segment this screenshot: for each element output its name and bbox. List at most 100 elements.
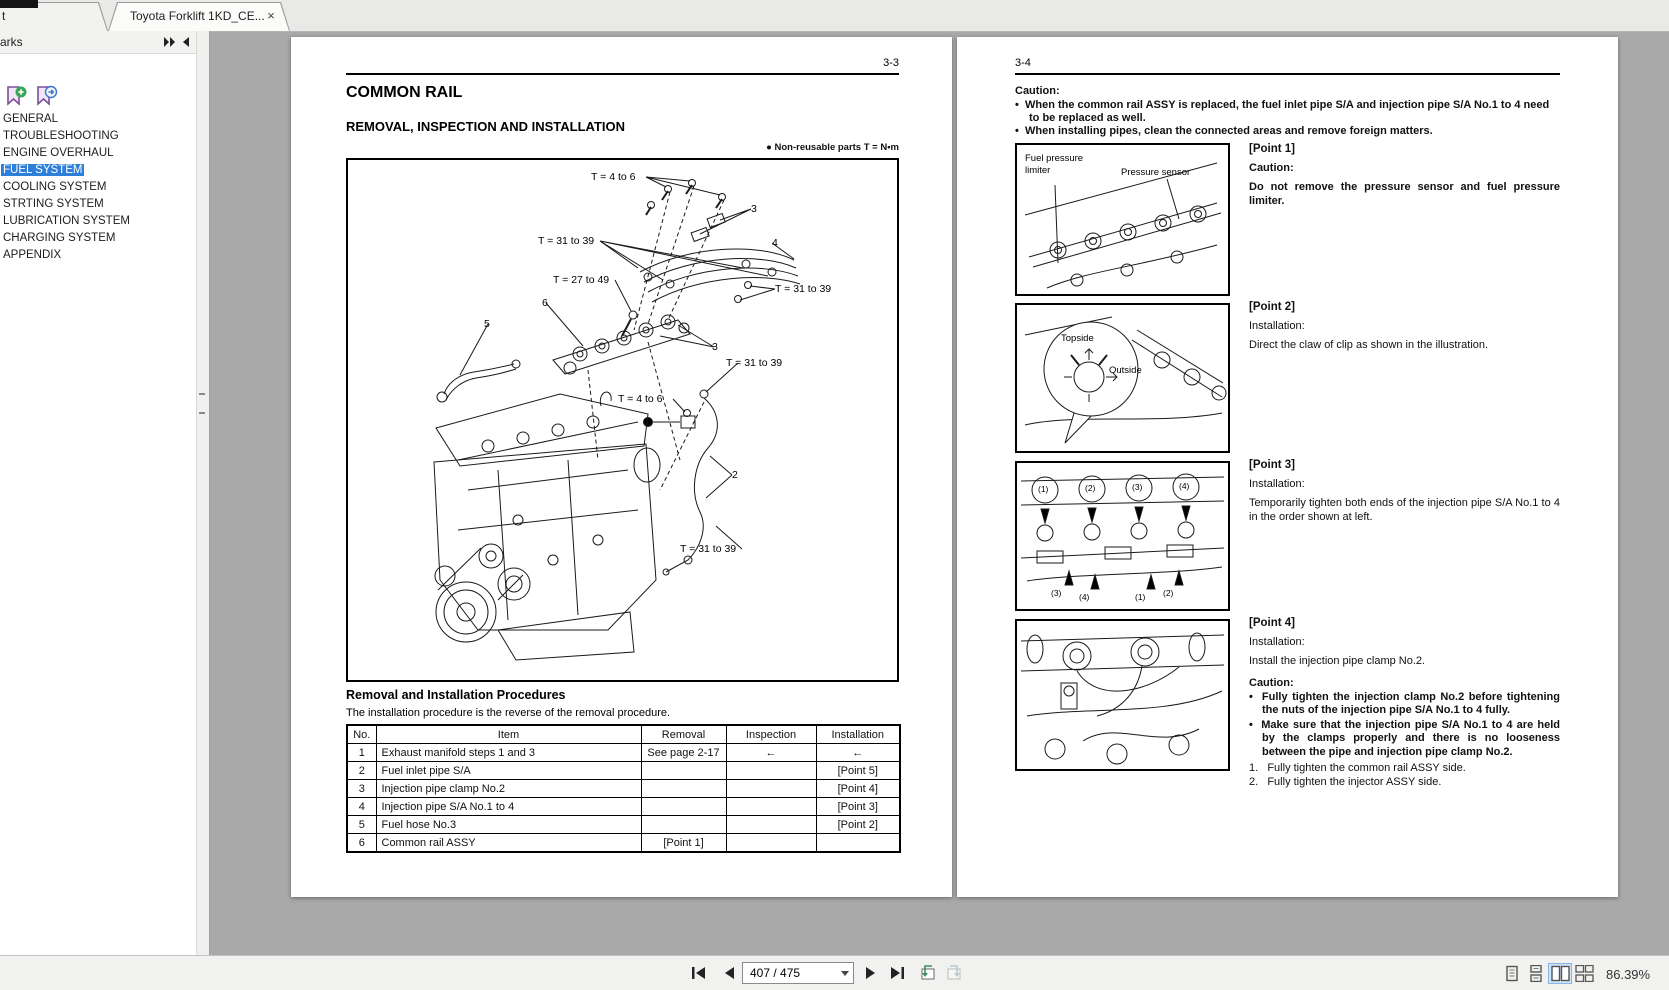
point4-caution-item: • Make sure that the injection pipe S/A … xyxy=(1249,718,1560,758)
point4-caution-item: • Fully tighten the injection clamp No.2… xyxy=(1249,690,1560,717)
page-number: 3-3 xyxy=(883,57,899,69)
next-view-button[interactable] xyxy=(944,964,966,982)
sidebar-item-cooling-system[interactable]: COOLING SYSTEM xyxy=(3,181,107,193)
table-header-row: No. Item Removal Inspection Installation xyxy=(346,724,901,744)
previous-page-button[interactable] xyxy=(718,964,740,982)
procedures-note: The installation procedure is the revers… xyxy=(346,707,671,719)
facing-pages-layout-button[interactable] xyxy=(1548,963,1572,984)
status-toolbar: 407 / 475 86.39% xyxy=(0,955,1669,990)
torque-label: T = 31 to 39 xyxy=(680,543,737,555)
figure-point4 xyxy=(1015,619,1230,771)
panel-splitter[interactable] xyxy=(196,31,210,955)
facing-continuous-layout-button[interactable] xyxy=(1572,963,1596,984)
item-label: 2 xyxy=(732,469,738,481)
item-label: 3 xyxy=(751,203,757,215)
page-title: COMMON RAIL xyxy=(346,84,463,101)
sidebar-item-engine-overhaul[interactable]: ENGINE OVERHAUL xyxy=(3,147,114,159)
sidebar-item-troubleshooting[interactable]: TROUBLESHOOTING xyxy=(3,130,119,142)
figure-label: limiter xyxy=(1025,165,1051,176)
torque-label: T = 31 to 39 xyxy=(538,235,595,247)
caution-item: • When installing pipes, clean the conne… xyxy=(1015,125,1433,137)
close-icon[interactable]: × xyxy=(267,8,275,23)
order-label: (3) xyxy=(1051,588,1062,598)
sidebar-item-charging-system[interactable]: CHARGING SYSTEM xyxy=(3,232,116,244)
table-row: 2 Fuel inlet pipe S/A [Point 5] xyxy=(346,761,901,780)
tab-label: Toyota Forklift 1KD_CE... xyxy=(130,9,265,23)
order-label: (2) xyxy=(1163,588,1174,598)
bookmark-options-icon[interactable] xyxy=(34,85,58,107)
item-label: 5 xyxy=(484,318,490,330)
caution-item: • When the common rail ASSY is replaced,… xyxy=(1015,98,1550,124)
tab-bar: t Toyota Forklift 1KD_CE... × xyxy=(0,0,1669,32)
table-row: 4 Injection pipe S/A No.1 to 4 [Point 3] xyxy=(346,797,901,816)
diagram-line-art xyxy=(433,176,801,661)
torque-label: T = 31 to 39 xyxy=(726,357,783,369)
sidebar-item-fuel-system[interactable]: FUEL SYSTEM xyxy=(1,164,85,176)
page-number-input[interactable]: 407 / 475 xyxy=(742,962,854,984)
collapse-left-icon[interactable] xyxy=(181,37,191,47)
procedures-table: No. Item Removal Inspection Installation… xyxy=(346,724,901,853)
continuous-layout-button[interactable] xyxy=(1524,963,1548,984)
double-arrow-right-icon[interactable] xyxy=(163,37,177,47)
order-label: (4) xyxy=(1179,481,1190,491)
previous-view-button[interactable] xyxy=(916,964,938,982)
table-row: 3 Injection pipe clamp No.2 [Point 4] xyxy=(346,779,901,798)
torque-label: T = 31 to 39 xyxy=(775,283,832,295)
order-label: (1) xyxy=(1135,592,1146,602)
table-row: 6 Common rail ASSY [Point 1] xyxy=(346,833,901,853)
last-page-button[interactable] xyxy=(886,964,908,982)
order-label: (1) xyxy=(1038,484,1049,494)
window-corner-fragment xyxy=(0,0,38,8)
header-rule xyxy=(1015,73,1560,75)
order-label: (3) xyxy=(1132,482,1143,492)
point4-text: [Point 4] Installation: Install the inje… xyxy=(1249,617,1560,788)
order-label: (2) xyxy=(1085,483,1096,493)
order-label: (4) xyxy=(1079,592,1090,602)
figure-label: Pressure sensor xyxy=(1121,167,1191,178)
exploded-diagram: T = 4 to 6 3 T = 31 to 39 4 T = 27 to 49… xyxy=(346,158,899,682)
torque-label: T = 27 to 49 xyxy=(553,274,610,286)
bookmarks-panel: arks GENERAL TROUBLESHOOTING ENGINE OVER… xyxy=(0,31,196,955)
sidebar-item-strting-system[interactable]: STRTING SYSTEM xyxy=(3,198,104,210)
torque-label: T = 4 to 6 xyxy=(618,393,663,405)
chevron-down-icon[interactable] xyxy=(841,971,849,976)
page-3-3: 3-3 COMMON RAIL REMOVAL, INSPECTION AND … xyxy=(291,37,952,897)
first-page-button[interactable] xyxy=(688,964,710,982)
zoom-level[interactable]: 86.39% xyxy=(1606,967,1651,982)
page-number: 3-4 xyxy=(1015,57,1031,69)
item-label: 3 xyxy=(712,341,718,353)
figure-label: Topside xyxy=(1061,333,1094,344)
page-indicator: 407 / 475 xyxy=(750,966,801,980)
page-3-4: 3-4 Caution: • When the common rail ASSY… xyxy=(957,37,1618,897)
point2-text: [Point 2] Installation: Direct the claw … xyxy=(1249,301,1489,351)
caution-heading: Caution: xyxy=(1015,85,1060,97)
figure-point2: Topside Outside xyxy=(1015,303,1230,453)
bookmarks-panel-header: arks xyxy=(0,31,196,54)
figure-label: Outside xyxy=(1109,365,1142,376)
figure-label: Fuel pressure xyxy=(1025,153,1084,164)
next-page-button[interactable] xyxy=(860,964,882,982)
add-bookmark-icon[interactable] xyxy=(4,85,28,107)
tab-label: t xyxy=(2,9,6,23)
sidebar-item-general[interactable]: GENERAL xyxy=(3,113,58,125)
item-label: 4 xyxy=(772,237,778,249)
point4-steps: 1. Fully tighten the common rail ASSY si… xyxy=(1249,762,1466,788)
figure-point3: (1) (2) (3) (4) (3) (4) (1) (2) xyxy=(1015,461,1230,611)
single-page-layout-button[interactable] xyxy=(1500,963,1524,984)
point3-text: [Point 3] Installation: Temporarily tigh… xyxy=(1249,459,1560,523)
item-label: 6 xyxy=(542,297,548,309)
point1-text: [Point 1] Caution: Do not remove the pre… xyxy=(1249,143,1560,207)
figure-legend: ● Non-reusable parts T = N•m xyxy=(766,142,899,153)
table-row: 1 Exhaust manifold steps 1 and 3 See pag… xyxy=(346,743,901,762)
sidebar-item-lubrication-system[interactable]: LUBRICATION SYSTEM xyxy=(3,215,130,227)
tab-active-document[interactable]: Toyota Forklift 1KD_CE... × xyxy=(108,2,290,31)
figure-point1: Fuel pressure limiter Pressure sensor xyxy=(1015,143,1230,296)
caution-block: Caution: • When the common rail ASSY is … xyxy=(1015,85,1560,138)
torque-label: T = 4 to 6 xyxy=(591,171,636,183)
panel-title: arks xyxy=(0,35,23,49)
header-rule xyxy=(346,73,899,75)
page-subtitle: REMOVAL, INSPECTION AND INSTALLATION xyxy=(346,119,626,134)
sidebar-item-appendix[interactable]: APPENDIX xyxy=(3,249,62,261)
table-row: 5 Fuel hose No.3 [Point 2] xyxy=(346,815,901,834)
